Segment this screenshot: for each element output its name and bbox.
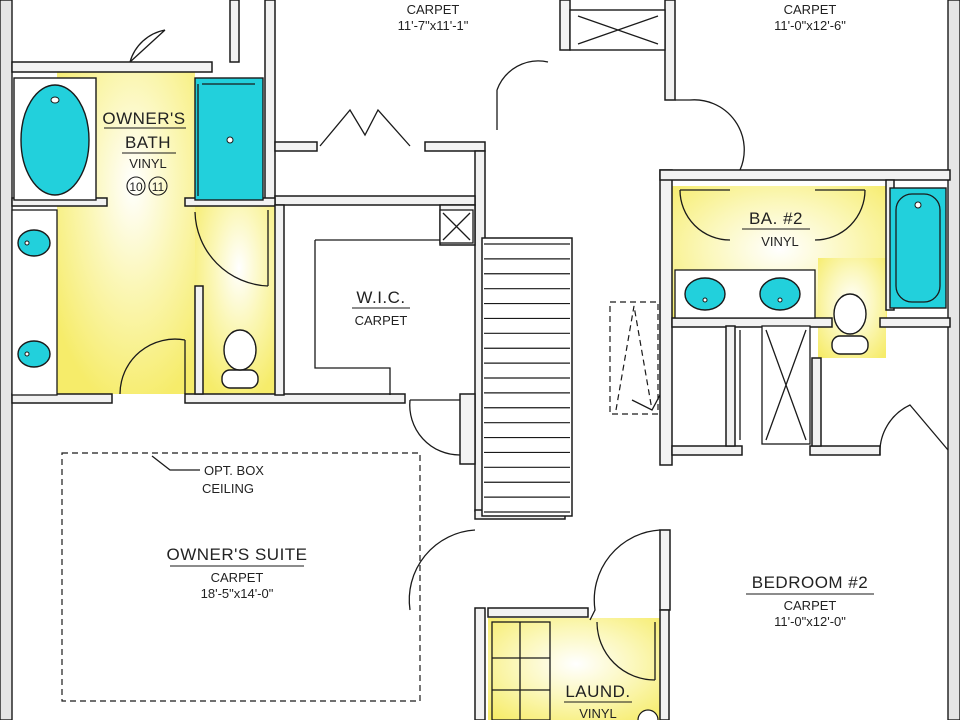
top-right-bedroom-floor: CARPET	[784, 2, 837, 17]
toilet-tank-2	[831, 335, 869, 355]
top-right-bedroom-dims: 11'-0"x12'-6"	[774, 18, 846, 33]
bedroom2-dims: 11'-0"x12'-0"	[774, 614, 846, 629]
hall-door-swing-2	[675, 99, 745, 171]
sink-icon-2	[17, 340, 51, 368]
owners-bath-note-b: 11	[152, 180, 165, 194]
closet-door-swing-top	[129, 29, 166, 63]
bifold-doors	[319, 108, 411, 147]
bath-door-swing	[119, 338, 186, 395]
wc-door-swing	[194, 210, 269, 287]
laundry-floor: VINYL	[579, 706, 617, 720]
top-left-bedroom-floor: CARPET	[407, 2, 460, 17]
attic-access	[609, 301, 659, 415]
laundry-title: LAUND.	[565, 682, 630, 701]
bath2-title: BA. #2	[749, 209, 803, 228]
note-circle-10	[126, 176, 146, 196]
suite-door-swing	[408, 529, 476, 611]
stairs	[481, 237, 573, 517]
note-circle-11	[148, 176, 168, 196]
bath2-door-swing-2	[814, 189, 866, 241]
toilet-icon-1	[223, 329, 257, 371]
owners-suite-title: OWNER'S SUITE	[166, 545, 307, 564]
wic-door-swing	[409, 399, 461, 456]
owners-suite-floor: CARPET	[211, 570, 264, 585]
sink-icon-1	[17, 229, 51, 257]
faucet-icon-4	[777, 297, 783, 303]
toilet-tank-1	[221, 369, 259, 389]
bath2-door-swing-1	[679, 189, 731, 241]
laundry-zone	[488, 618, 664, 720]
bath2-floor: VINYL	[761, 234, 799, 249]
owners-bath-title-2: BATH	[125, 133, 171, 152]
bedroom2-title: BEDROOM #2	[752, 573, 868, 592]
outer-wall-right	[947, 0, 960, 720]
owners-bath-note-a: 10	[129, 180, 143, 194]
box-ceiling-outline	[61, 452, 421, 702]
bath2-tub-inner	[895, 193, 941, 303]
linen-closet-2-x	[765, 329, 807, 441]
owners-suite-dims: 18'-5"x14'-0"	[201, 586, 274, 601]
shower-glass	[197, 83, 255, 196]
box-ceiling-line1: OPT. BOX	[204, 463, 264, 478]
shower-drain-icon	[226, 136, 234, 144]
wic-shelf	[314, 239, 440, 395]
faucet-icon-3	[702, 297, 708, 303]
linen-closet-x	[577, 15, 659, 45]
wic-chase-x	[442, 212, 471, 241]
attic-arrow	[631, 394, 661, 411]
owners-bath-zone	[57, 72, 275, 394]
bedroom2-floor: CARPET	[784, 598, 837, 613]
owners-bath-title-1: OWNER'S	[102, 109, 185, 128]
bath2-tub-drain	[914, 201, 922, 209]
owners-bath-floor: VINYL	[129, 156, 167, 171]
bedroom2-door-swing	[879, 404, 949, 456]
wic-title: W.I.C.	[356, 288, 405, 307]
bedroom2-hall-door-swing	[589, 529, 661, 621]
top-left-bedroom-dims: 11'-7"x11'-1"	[398, 18, 469, 33]
bathtub-icon	[20, 84, 90, 196]
hall-door-swing-1	[496, 60, 549, 130]
sink-icon-3	[684, 277, 726, 311]
attic-stair-dash	[615, 305, 653, 411]
tub-drain-icon	[50, 96, 60, 104]
toilet-icon-2	[833, 293, 867, 335]
faucet-icon-1	[24, 240, 30, 246]
box-ceiling-line2: CEILING	[202, 481, 254, 496]
outer-wall-left	[0, 0, 13, 720]
laundry-appliances	[491, 621, 551, 720]
laundry-door-swing	[596, 621, 656, 681]
faucet-icon-2	[24, 351, 30, 357]
box-ceiling-leader	[151, 455, 200, 471]
wic-floor: CARPET	[355, 313, 408, 328]
sink-icon-4	[759, 277, 801, 311]
laundry-note-icon	[637, 709, 659, 720]
